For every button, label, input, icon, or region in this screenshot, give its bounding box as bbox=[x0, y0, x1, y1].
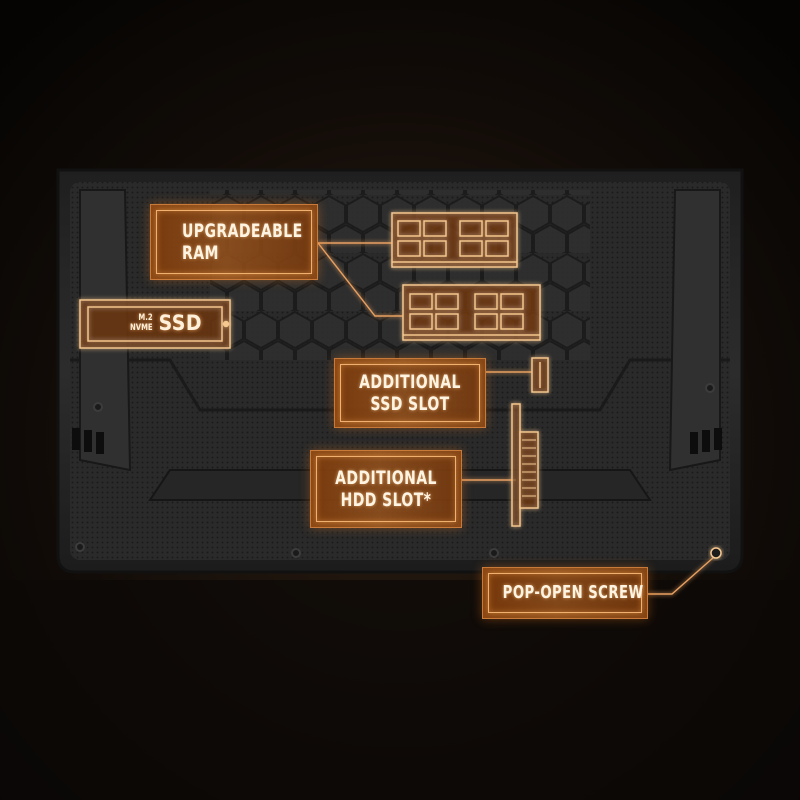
callout-line: POP-OPEN SCREW bbox=[502, 582, 644, 603]
pop-open-screw-icon bbox=[710, 547, 722, 559]
pop-open-screw-callout: POP-OPEN SCREW bbox=[482, 567, 648, 619]
upgradeable-ram-callout: UPGRADEABLE RAM bbox=[150, 204, 318, 280]
additional-hdd-slot-callout: ADDITIONAL HDD SLOT* bbox=[310, 450, 462, 528]
hdd-slot-connector-icon bbox=[511, 403, 539, 527]
ram-module-icon bbox=[402, 284, 541, 341]
callout-line: ADDITIONAL bbox=[335, 467, 437, 489]
ssd-slot-connector-icon bbox=[531, 357, 549, 393]
additional-ssd-slot-callout: ADDITIONAL SSD SLOT bbox=[334, 358, 486, 428]
callout-line: RAM bbox=[182, 242, 219, 264]
callout-line: ADDITIONAL bbox=[359, 371, 461, 393]
callout-line: UPGRADEABLE bbox=[182, 220, 303, 242]
ram-module-icon bbox=[391, 212, 518, 268]
screw bbox=[93, 402, 103, 412]
ssd-format-text: M.2 NVME bbox=[129, 313, 153, 333]
callout-line: HDD SLOT* bbox=[340, 489, 432, 511]
right-vent bbox=[690, 428, 722, 454]
ssd-module-label: M.2 NVME SSD bbox=[128, 311, 202, 335]
ssd-text: SSD bbox=[158, 311, 203, 335]
left-vent bbox=[72, 428, 104, 454]
callout-line: SSD SLOT bbox=[370, 393, 450, 415]
screw bbox=[489, 548, 499, 558]
screw bbox=[75, 542, 85, 552]
m2-ssd-module-icon bbox=[79, 299, 231, 349]
screw bbox=[291, 548, 301, 558]
screw bbox=[705, 383, 715, 393]
